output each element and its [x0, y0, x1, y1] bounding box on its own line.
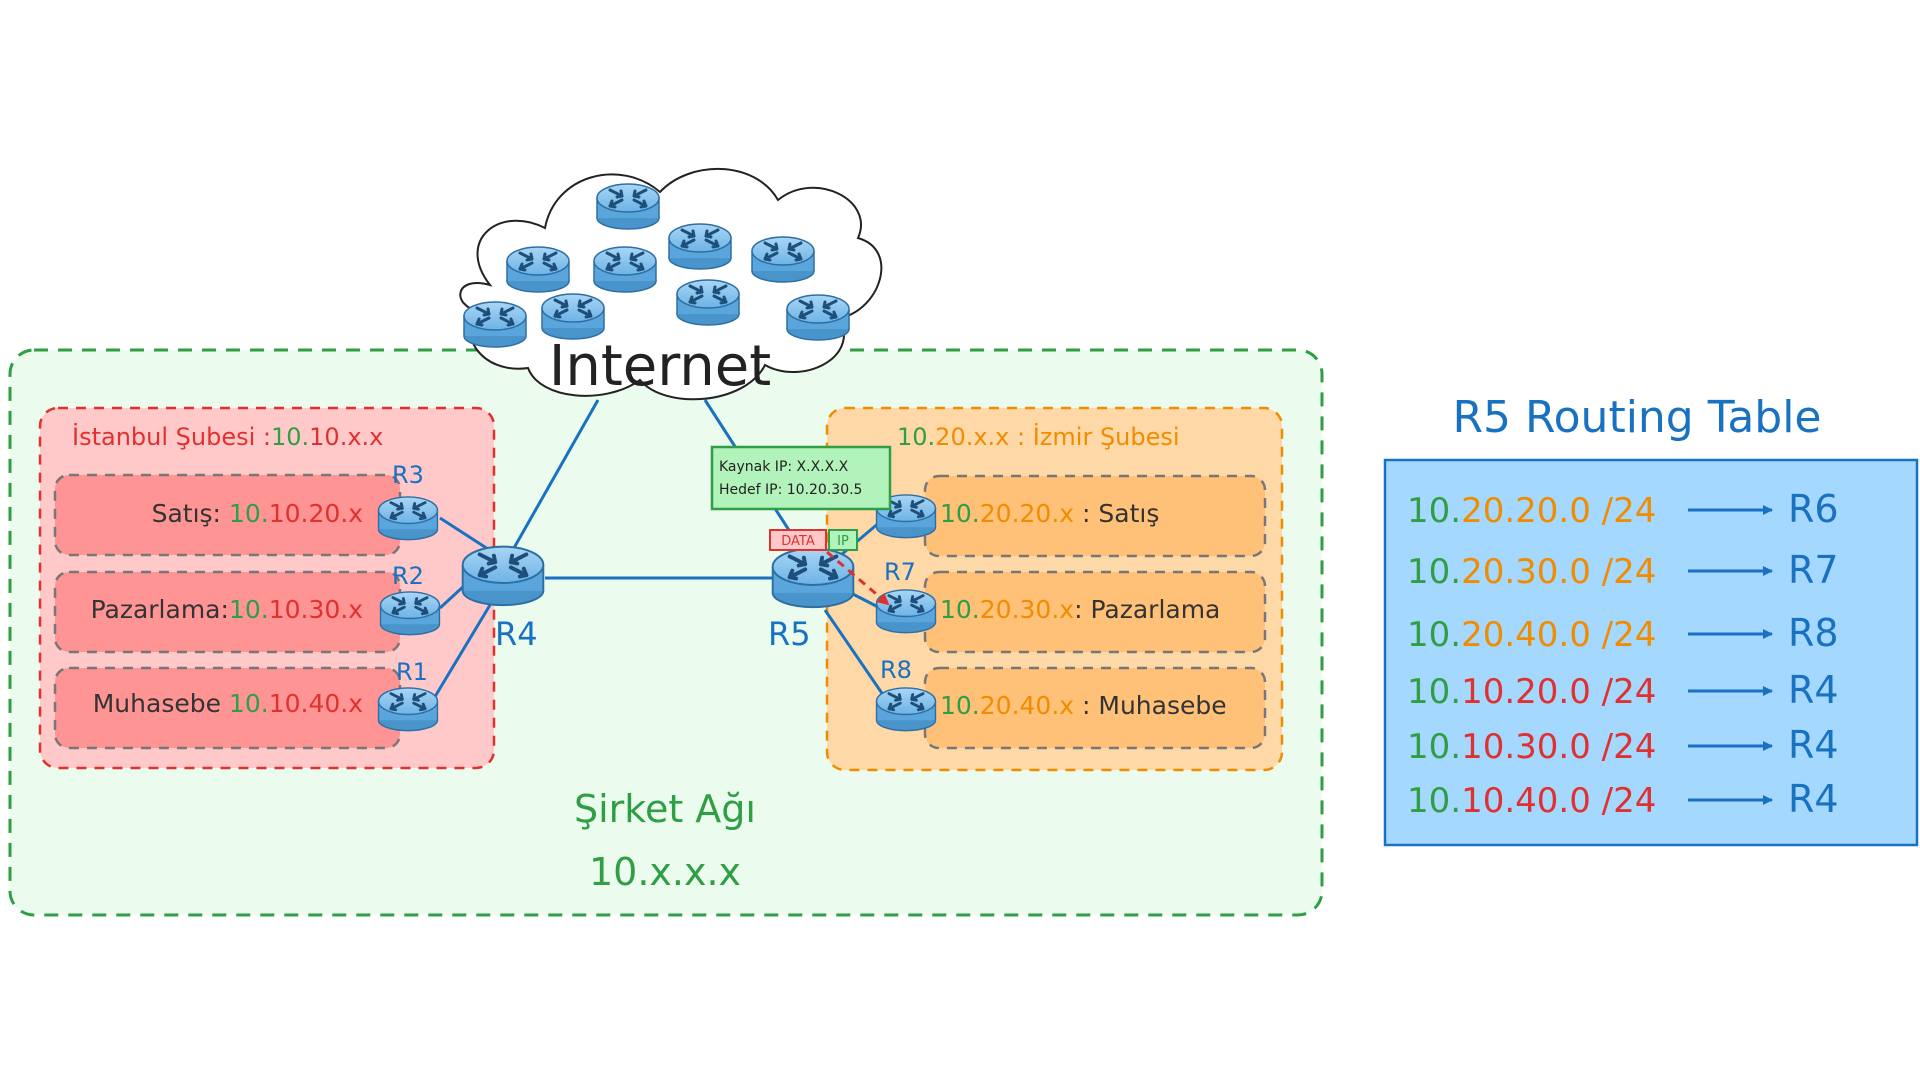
- izmir-dept-satis: [923, 474, 1267, 558]
- router-r2-icon: [379, 590, 441, 637]
- packet-source-ip: Kaynak IP: X.X.X.X: [719, 459, 849, 475]
- packet-ip-label: IP: [837, 534, 849, 549]
- router-r1-icon: [377, 686, 439, 733]
- route-next-hop: R4: [1788, 723, 1839, 767]
- packet-data-tag: [769, 529, 827, 551]
- izmir-pazarlama-label: 10.20.30.x: Pazarlama: [940, 595, 1220, 624]
- link-r5-r8: [823, 609, 892, 706]
- link-r4-internet: [508, 399, 600, 556]
- route-destination: 10.20.30.0 /24: [1407, 552, 1656, 592]
- router-r4-label: R4: [495, 615, 538, 653]
- company-network-subnet: 10.x.x.x: [589, 850, 741, 894]
- cloud-router-icon: [505, 245, 571, 294]
- packet-dest-ip: Hedef IP: 10.20.30.5: [719, 482, 862, 498]
- route-destination: 10.10.20.0 /24: [1407, 672, 1656, 712]
- link-r4-r1: [428, 604, 492, 706]
- routing-table-title: R5 Routing Table: [1452, 392, 1821, 443]
- routing-table-panel: [1383, 458, 1919, 847]
- router-r8-label: R8: [880, 656, 912, 684]
- internet-cloud: [459, 167, 883, 401]
- cloud-router-icon: [595, 182, 661, 231]
- router-r5-label: R5: [768, 615, 811, 653]
- istanbul-muhasebe-label: Muhasebe 10.10.40.x: [93, 689, 363, 718]
- router-r3-label: R3: [392, 461, 424, 489]
- izmir-satis-label: 10.20.20.x : Satış: [940, 499, 1159, 528]
- route-destination: 10.20.20.0 /24: [1407, 491, 1656, 531]
- router-r7-icon: [875, 588, 937, 635]
- company-network-title: Şirket Ağı: [574, 787, 756, 831]
- route-destination: 10.10.30.0 /24: [1407, 727, 1656, 767]
- istanbul-pazarlama-label: Pazarlama:10.10.30.x: [91, 595, 363, 624]
- internet-label: Internet: [549, 334, 771, 399]
- izmir-dept-muhasebe: [923, 666, 1267, 750]
- cloud-router-icon: [785, 293, 851, 342]
- izmir-muhasebe-label: 10.20.40.x : Muhasebe: [940, 691, 1227, 720]
- route-next-hop: R4: [1788, 777, 1839, 821]
- route-next-hop: R6: [1788, 487, 1839, 531]
- cloud-router-icon: [667, 222, 733, 271]
- istanbul-satis-label: Satış: 10.10.20.x: [152, 499, 363, 528]
- router-r4-icon: [460, 544, 546, 608]
- router-r8-icon: [875, 686, 937, 733]
- packet-data-label: DATA: [781, 534, 815, 549]
- router-r1-label: R1: [396, 658, 428, 686]
- route-next-hop: R4: [1788, 668, 1839, 712]
- router-r5-icon: [770, 546, 856, 610]
- router-r2-label: R2: [392, 562, 424, 590]
- packet-header-box: [710, 445, 892, 511]
- izmir-branch-title: 10.20.x.x : İzmir Şubesi: [897, 422, 1180, 451]
- router-r7-label: R7: [884, 558, 916, 586]
- route-next-hop: R7: [1788, 548, 1839, 592]
- route-destination: 10.20.40.0 /24: [1407, 615, 1656, 655]
- izmir-dept-pazarlama: [923, 570, 1267, 654]
- link-r4-r2: [438, 583, 467, 610]
- cloud-router-icon: [540, 292, 606, 341]
- cloud-router-icon: [592, 245, 658, 294]
- routing-table-rows: 10.20.20.0 /24 R6 10.20.30.0 /24 R7 10.20.40…: [1407, 487, 1839, 821]
- cloud-router-icon: [462, 300, 528, 349]
- cloud-router-icon: [675, 278, 741, 327]
- istanbul-branch-title: İstanbul Şubesi :10.10.x.x: [72, 422, 383, 451]
- route-next-hop: R8: [1788, 611, 1839, 655]
- route-destination: 10.10.40.0 /24: [1407, 781, 1656, 821]
- cloud-router-icon: [750, 235, 816, 284]
- packet-ip-tag: [828, 529, 858, 551]
- router-r3-icon: [377, 495, 439, 542]
